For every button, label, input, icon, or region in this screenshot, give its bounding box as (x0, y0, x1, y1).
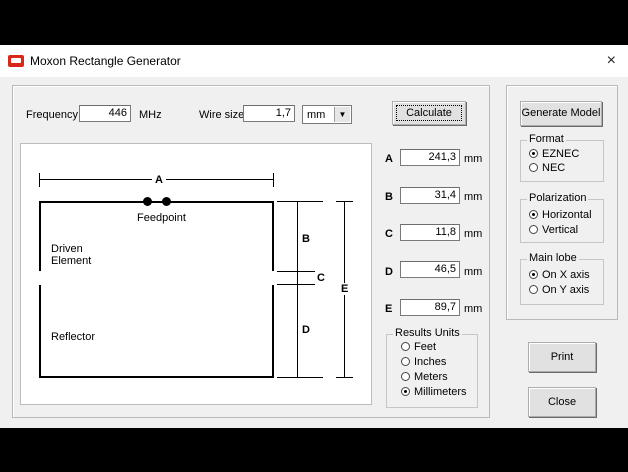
dim-e-tick-top (336, 201, 353, 202)
reflector-bottom (39, 376, 274, 378)
close-button-label: Close (547, 396, 577, 408)
label-c: C (315, 272, 327, 284)
dim-a-tick-left (39, 173, 40, 187)
units-feet-radio[interactable]: Feet (401, 341, 436, 353)
result-c-name: C (385, 228, 393, 240)
result-a-name: A (385, 153, 393, 165)
results-units-group: Results Units Feet Inches Meters Millime… (386, 327, 478, 408)
export-panel (506, 85, 618, 320)
result-d-name: D (385, 266, 393, 278)
generate-model-button-label: Generate Model (521, 107, 601, 119)
units-meters-radio[interactable]: Meters (401, 371, 448, 383)
result-c-value[interactable]: 11,8 (400, 224, 460, 241)
format-legend: Format (527, 133, 566, 145)
main-lobe-group: Main lobe On X axis On Y axis (520, 252, 604, 305)
result-b-unit: mm (464, 191, 483, 203)
wire-size-input[interactable]: 1,7 (243, 105, 295, 122)
calculate-button-label: Calculate (406, 107, 452, 119)
feedpoint-label: Feedpoint (137, 212, 186, 224)
window-title: Moxon Rectangle Generator (30, 54, 181, 68)
result-d-value[interactable]: 46,5 (400, 261, 460, 278)
wire-unit-value: mm (307, 109, 326, 121)
units-inches-radio[interactable]: Inches (401, 356, 446, 368)
result-a-value[interactable]: 241,3 (400, 149, 460, 166)
result-e-unit: mm (464, 303, 483, 315)
result-a-unit: mm (464, 153, 483, 165)
lobe-y-axis-radio[interactable]: On Y axis (529, 284, 589, 296)
wire-size-label: Wire size (199, 109, 245, 121)
driven-label-1: Driven (51, 243, 83, 255)
label-e: E (339, 283, 351, 295)
driven-label-2: Element (51, 255, 92, 267)
dim-tick-bottom (277, 377, 323, 378)
format-nec-radio[interactable]: NEC (529, 162, 565, 174)
frequency-unit: MHz (139, 109, 162, 121)
polarization-horizontal-radio[interactable]: Horizontal (529, 209, 592, 221)
format-group: Format EZNEC NEC (520, 133, 604, 182)
reflector-left (39, 285, 41, 378)
result-b-value[interactable]: 31,4 (400, 187, 460, 204)
driven-left (39, 201, 41, 271)
calculate-button[interactable]: Calculate (392, 101, 466, 125)
results-units-legend: Results Units (393, 327, 462, 339)
generate-model-button[interactable]: Generate Model (520, 101, 602, 126)
close-button[interactable]: Close (528, 387, 596, 417)
dim-b-d-line (297, 201, 298, 378)
close-window-button[interactable]: × (606, 52, 616, 69)
lobe-x-axis-radio[interactable]: On X axis (529, 269, 590, 281)
label-a: A (152, 174, 166, 186)
result-c-unit: mm (464, 228, 483, 240)
feedpoint-dot-left (143, 197, 152, 206)
label-b: B (300, 233, 312, 245)
label-d: D (300, 324, 312, 336)
wire-unit-select[interactable]: mm ▼ (302, 105, 352, 124)
polarization-legend: Polarization (527, 192, 589, 204)
driven-right (272, 201, 274, 271)
frequency-label: Frequency (26, 109, 78, 121)
result-e-value[interactable]: 89,7 (400, 299, 460, 316)
dim-e-tick-bottom (336, 377, 353, 378)
app-icon (8, 55, 24, 67)
driven-top (39, 201, 274, 203)
chevron-down-icon[interactable]: ▼ (334, 107, 350, 122)
units-millimeters-radio[interactable]: Millimeters (401, 386, 467, 398)
dim-tick-top (277, 201, 323, 202)
diagram-canvas: A Feedpoint Driven Element Reflector B C… (20, 143, 372, 405)
result-d-unit: mm (464, 266, 483, 278)
main-lobe-legend: Main lobe (527, 252, 579, 264)
result-e-name: E (385, 303, 393, 315)
main-panel (12, 85, 490, 418)
polarization-group: Polarization Horizontal Vertical (520, 192, 604, 243)
print-button[interactable]: Print (528, 342, 596, 372)
reflector-label: Reflector (51, 331, 96, 343)
dim-a-tick-right (273, 173, 274, 187)
dim-tick-gap-bottom (277, 284, 315, 285)
result-b-name: B (385, 191, 393, 203)
polarization-vertical-radio[interactable]: Vertical (529, 224, 578, 236)
print-button-label: Print (550, 351, 574, 363)
frequency-input[interactable]: 446 (79, 105, 131, 122)
dim-tick-gap-top (277, 271, 315, 272)
title-bar: Moxon Rectangle Generator × (0, 45, 628, 77)
feedpoint-dot-right (162, 197, 171, 206)
reflector-right (272, 285, 274, 378)
app-window: Moxon Rectangle Generator × Frequency 44… (0, 45, 628, 428)
format-eznec-radio[interactable]: EZNEC (529, 148, 579, 160)
